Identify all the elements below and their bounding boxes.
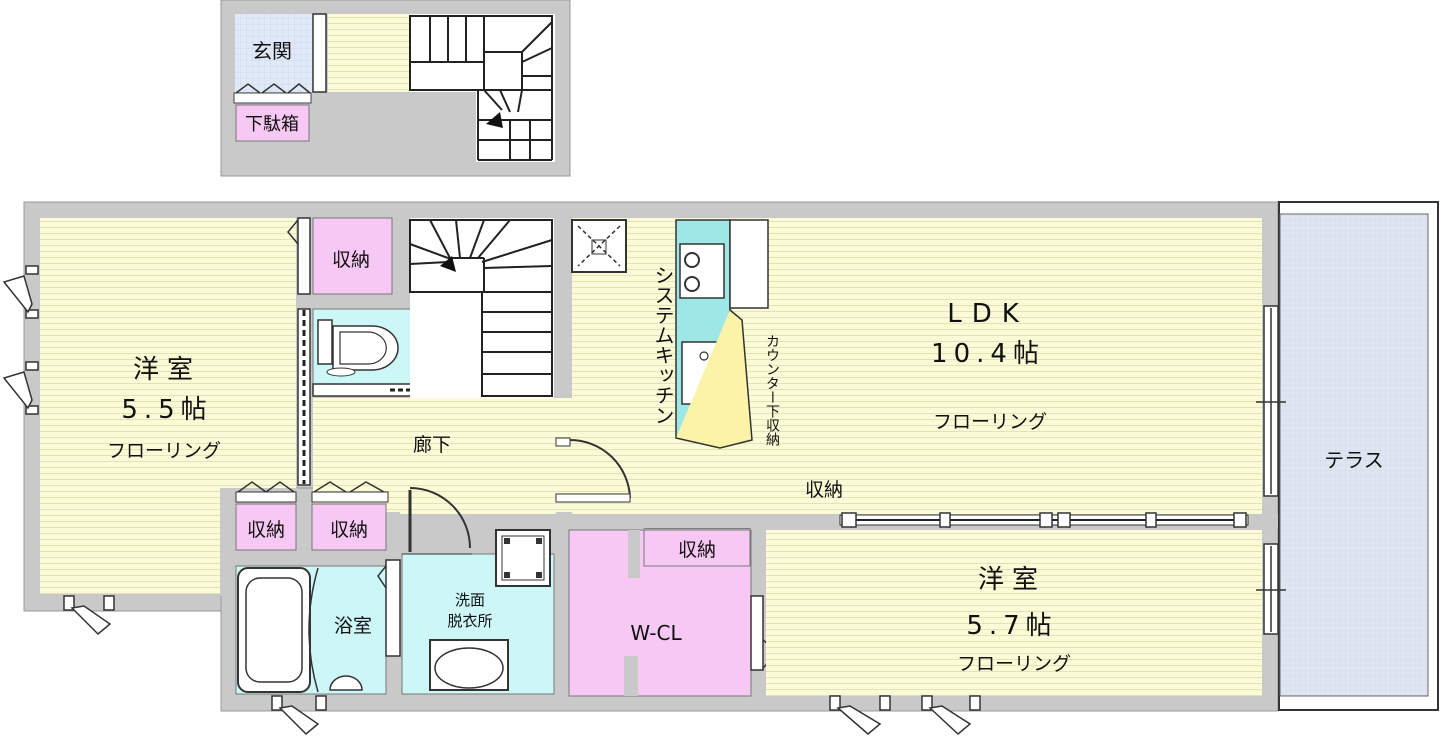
main-stairs: [409, 218, 554, 400]
ldk-floor: フローリング: [933, 411, 1047, 433]
toilet-icon: [317, 319, 399, 377]
storage-mid-label: 収納: [678, 539, 716, 561]
western2-floor: フローリング: [957, 653, 1071, 675]
bathtub-icon: [237, 567, 311, 693]
storage-left-2: [311, 503, 387, 551]
storage-left-1: [235, 503, 297, 551]
washing-machine-icon: [495, 529, 551, 587]
entrance-block: [220, 0, 571, 177]
genkan-floor: [235, 14, 313, 92]
bath-label: 浴室: [334, 615, 372, 637]
washroom-label-2: 脱衣所: [447, 612, 492, 630]
wcl-label: W-CL: [630, 621, 682, 645]
western2-name: 洋室: [978, 565, 1046, 595]
genkan-label: 玄関: [252, 39, 292, 63]
ldk-size: 10.4帖: [931, 339, 1045, 369]
window-bottom-bath: [271, 695, 327, 736]
entrance-stairs: [409, 15, 553, 161]
kitchen-unit: [675, 219, 769, 449]
storage-mid: [643, 529, 751, 567]
washroom-label-1: 洗面: [455, 591, 485, 609]
window-left-1: [2, 265, 39, 319]
western1-size: 5.5帖: [121, 395, 212, 425]
storage-left2-label: 収納: [330, 519, 368, 541]
window-left-2: [2, 361, 39, 415]
kitchen-label: システムキッチン: [651, 265, 675, 425]
washbasin-icon: [429, 639, 509, 691]
storage-left1-label: 収納: [247, 519, 285, 541]
getabako-area: [235, 104, 310, 142]
western1-floor: フローリング: [107, 440, 221, 462]
ldk-name: LDK: [947, 299, 1029, 329]
window-bottom-room2-a: [829, 695, 891, 735]
entrance-hall: [328, 14, 410, 92]
window-bottom-room2-b: [921, 695, 981, 735]
storage-ldk-label: 収納: [805, 479, 843, 501]
stairs-arrow-icon-2: [440, 256, 456, 272]
stairs-arrow-icon: [486, 112, 503, 128]
getabako-label: 下駄箱: [245, 114, 299, 135]
storage-top-label: 収納: [332, 249, 370, 271]
terrace-label: テラス: [1324, 448, 1384, 472]
western1-name: 洋室: [133, 355, 201, 385]
counter-label: カウンター下収納: [764, 334, 780, 447]
western-room-2: [766, 530, 1262, 696]
western2-size: 5.7帖: [966, 611, 1057, 641]
storage-top: [312, 217, 393, 295]
terrace: [1278, 201, 1439, 711]
corridor-label: 廊下: [413, 434, 451, 456]
window-bottom-left: [63, 595, 115, 636]
